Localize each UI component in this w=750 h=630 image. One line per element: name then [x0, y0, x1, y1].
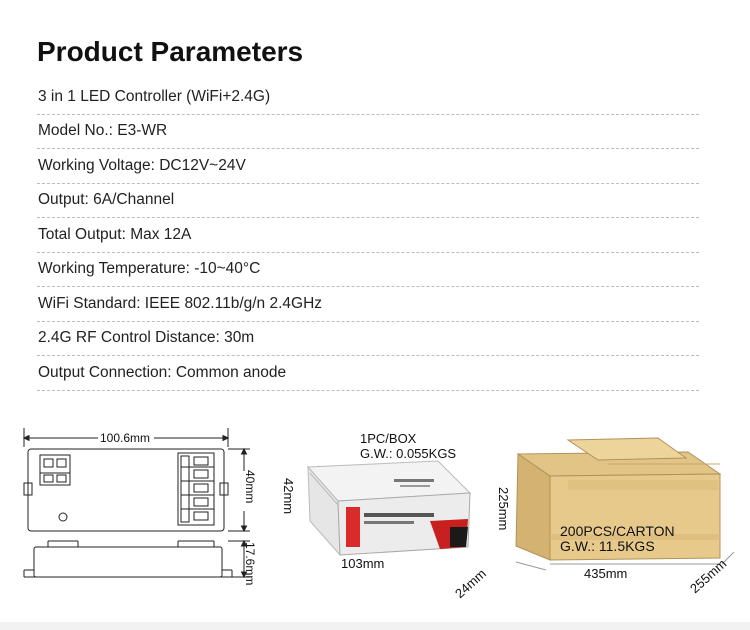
shipping-carton-image — [515, 437, 735, 571]
parameter-list: 3 in 1 LED Controller (WiFi+2.4G) Model … — [37, 80, 699, 391]
carton-length-label: 435mm — [584, 566, 628, 581]
param-row-model: Model No.: E3-WR — [37, 115, 699, 149]
param-row-voltage: Working Voltage: DC12V~24V — [37, 149, 699, 184]
device-height-label: 17.6mm — [243, 542, 257, 586]
param-row-connection: Output Connection: Common anode — [37, 356, 699, 391]
carton-height-label: 225mm — [496, 487, 511, 531]
box-length-label: 103mm — [341, 556, 385, 571]
device-dimension-drawing — [22, 428, 250, 579]
box-height-label: 42mm — [281, 478, 296, 515]
param-row-output: Output: 6A/Channel — [37, 184, 699, 218]
retail-box-image — [306, 460, 472, 557]
carton-weight-label: G.W.: 11.5KGS — [560, 538, 655, 554]
carton-qty-label: 200PCS/CARTON — [560, 523, 675, 539]
param-row-product: 3 in 1 LED Controller (WiFi+2.4G) — [37, 80, 699, 115]
page-title: Product Parameters — [37, 36, 304, 67]
param-row-total-output: Total Output: Max 12A — [37, 218, 699, 253]
param-row-wifi: WiFi Standard: IEEE 802.11b/g/n 2.4GHz — [37, 287, 699, 322]
bottom-bar — [0, 622, 750, 630]
param-row-rf-distance: 2.4G RF Control Distance: 30m — [37, 322, 699, 356]
device-width-label: 40mm — [243, 470, 257, 504]
box-weight-label: G.W.: 0.055KGS — [360, 446, 457, 461]
device-length-label: 100.6mm — [100, 431, 151, 445]
box-qty-label: 1PC/BOX — [360, 431, 417, 446]
param-row-temperature: Working Temperature: -10~40°C — [37, 253, 699, 287]
